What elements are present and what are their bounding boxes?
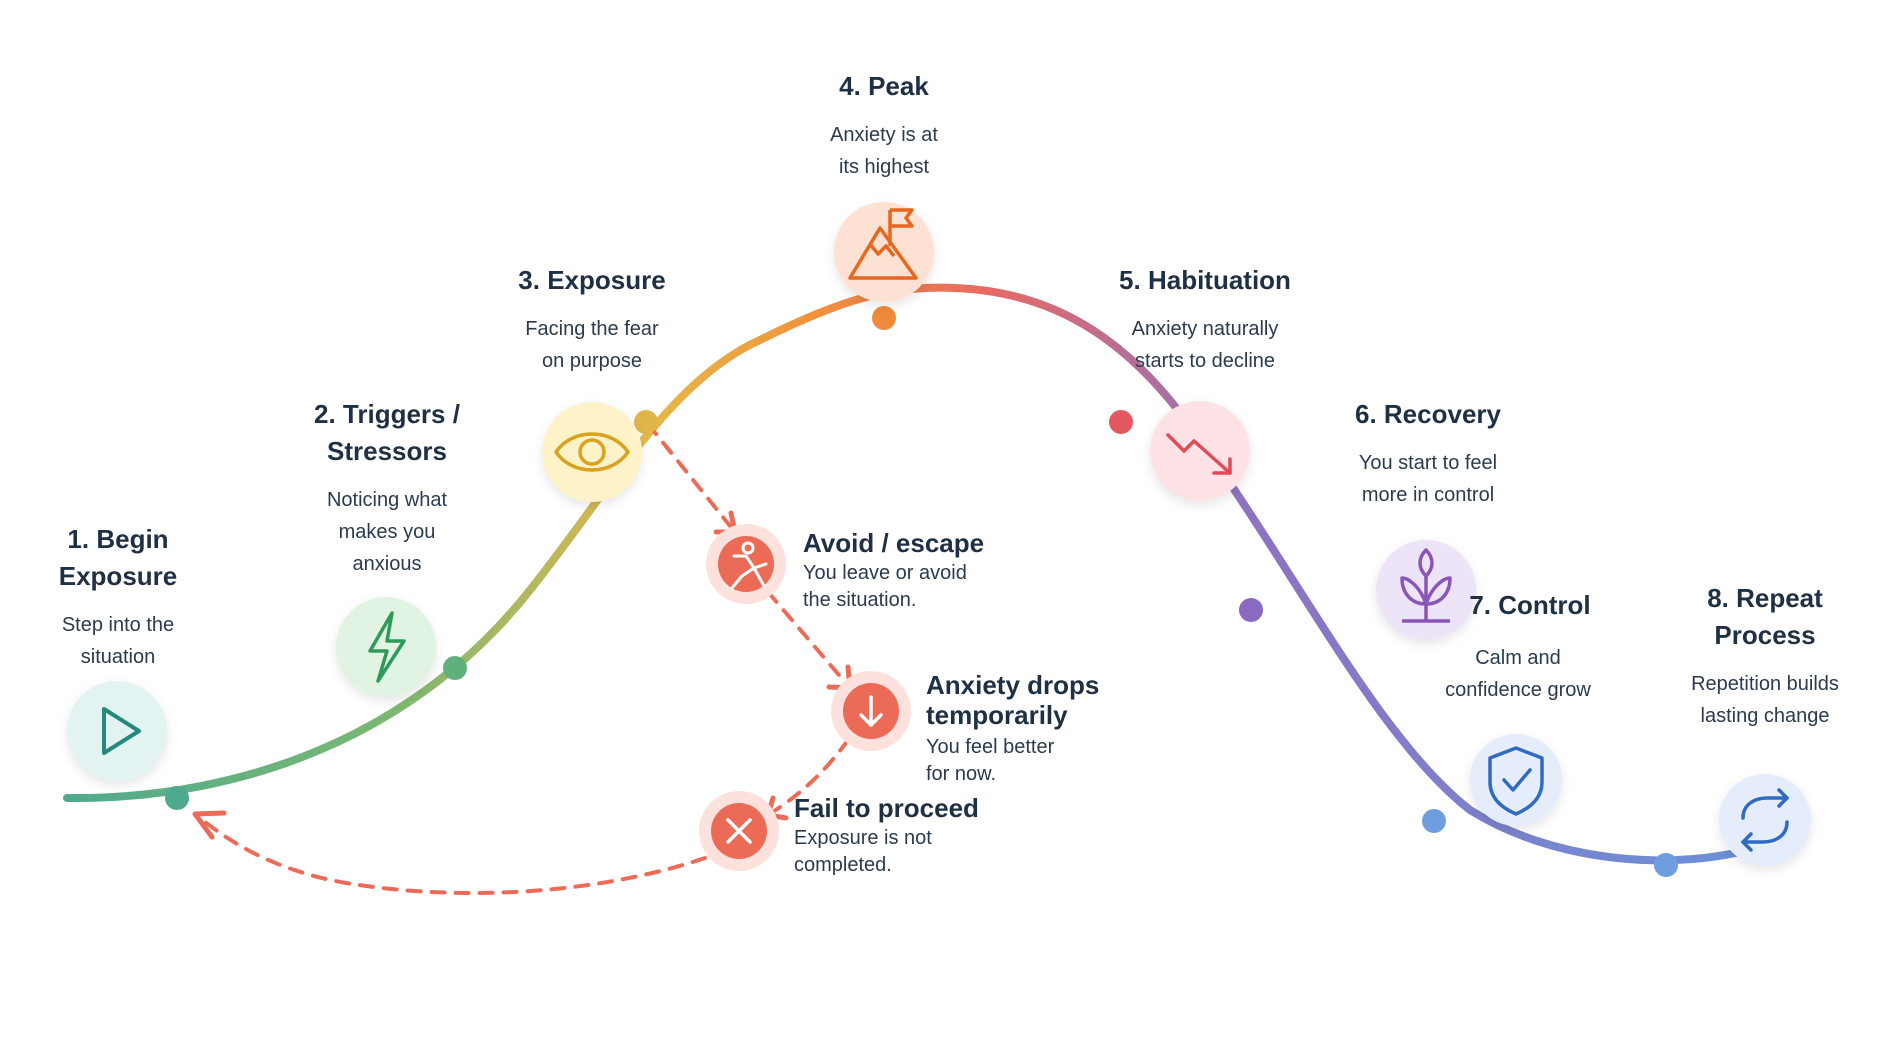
- stage-3-icon-badge: [542, 402, 642, 502]
- stage-2-desc-line: makes you: [338, 521, 436, 543]
- avoid-escape-icon-badge: [706, 524, 786, 604]
- fail-to-proceed-title: Fail to proceed: [794, 793, 979, 823]
- anxiety-curve: [63, 283, 1744, 865]
- stage-4-text: 4. Peak Anxiety is at its highest: [774, 68, 994, 183]
- dot-stage-4: [872, 306, 896, 330]
- stage-7-desc-line: confidence grow: [1445, 679, 1591, 701]
- stage-2-description: Noticing what makes you anxious: [282, 484, 492, 580]
- stage-5-description: Anxiety naturally starts to decline: [1080, 313, 1330, 377]
- stage-7-title: 7. Control: [1469, 590, 1591, 620]
- stage-8-icon-badge: [1719, 774, 1811, 866]
- dashed-path-to-avoid: [646, 422, 737, 534]
- stage-1-desc-line: Step into the: [61, 614, 175, 636]
- avoid-escape-desc-line: You leave or avoid: [803, 562, 967, 584]
- dot-stage-3: [634, 410, 658, 434]
- stage-7-description: Calm and confidence grow: [1418, 642, 1618, 706]
- dot-stage-1: [165, 786, 189, 810]
- fail-to-proceed-icon-badge: [699, 791, 779, 871]
- running-person-icon: [730, 541, 768, 590]
- dot-stage-8: [1654, 853, 1678, 877]
- anxiety-drops-desc-line: for now.: [926, 763, 997, 785]
- fail-to-proceed-description: Exposure is not completed.: [794, 825, 1034, 879]
- shield-check-icon: [1488, 746, 1544, 816]
- stage-6-desc-line: more in control: [1361, 484, 1495, 506]
- anxiety-drops-title: Anxiety drops temporarily: [926, 670, 1100, 730]
- arrowhead-start: [192, 810, 227, 840]
- anxiety-drops-description: You feel better for now.: [926, 734, 1126, 788]
- stage-6-title: 6. Recovery: [1355, 399, 1501, 429]
- stage-1-icon-badge: [67, 681, 167, 781]
- anxiety-drops-desc-line: You feel better: [926, 736, 1055, 758]
- stage-8-title: 8. Repeat Process: [1707, 583, 1823, 650]
- avoidance-loop: [203, 422, 852, 895]
- stage-8-description: Repetition builds lasting change: [1665, 668, 1865, 732]
- eye-icon: [553, 432, 631, 472]
- dashed-path-to-drop: [766, 590, 852, 690]
- stage-6-text: 6. Recovery You start to feel more in co…: [1312, 396, 1544, 511]
- repeat-icon: [1741, 788, 1789, 852]
- stage-6-desc-line: You start to feel: [1358, 452, 1498, 474]
- stage-8-desc-line: Repetition builds: [1691, 673, 1839, 695]
- sprout-icon: [1400, 548, 1452, 623]
- stage-4-title: 4. Peak: [839, 71, 929, 101]
- stage-7-text: 7. Control Calm and confidence grow: [1418, 587, 1618, 706]
- anxiety-drops-icon-badge: [831, 671, 911, 751]
- stage-4-desc-line: Anxiety is at: [830, 124, 938, 146]
- stage-3-title: 3. Exposure: [518, 265, 666, 295]
- stage-5-desc-line: Anxiety naturally: [1131, 318, 1279, 340]
- curve-dots: [165, 306, 1678, 877]
- stage-2-icon-badge: [336, 597, 436, 697]
- stage-8-text: 8. Repeat Process Repetition builds last…: [1665, 580, 1865, 732]
- stage-2-text: 2. Triggers / Stressors Noticing what ma…: [282, 396, 492, 580]
- avoid-escape-title: Avoid / escape: [803, 528, 985, 558]
- play-icon: [102, 707, 141, 755]
- stage-1-text: 1. Begin Exposure Step into the situatio…: [30, 521, 206, 673]
- fail-to-proceed-desc-line: completed.: [794, 854, 892, 876]
- stage-2-desc-line: Noticing what: [326, 489, 448, 511]
- stage-1-description: Step into the situation: [30, 609, 206, 673]
- stage-6-icon-badge: [1376, 540, 1476, 640]
- x-icon: [726, 818, 752, 844]
- stage-2-desc-line: anxious: [352, 553, 422, 575]
- stage-1-desc-line: situation: [80, 646, 156, 668]
- arrow-down-icon: [859, 695, 883, 727]
- avoid-escape-desc-line: the situation.: [803, 589, 917, 611]
- stage-5-icon-badge: [1150, 401, 1250, 501]
- stage-7-icon-badge: [1470, 734, 1562, 826]
- stage-2-title: 2. Triggers / Stressors: [314, 399, 460, 466]
- stage-7-desc-line: Calm and: [1475, 647, 1561, 669]
- dot-stage-2: [443, 656, 467, 680]
- avoid-escape-description: You leave or avoid the situation.: [803, 560, 1043, 614]
- trend-down-icon: [1166, 433, 1232, 475]
- dot-stage-7: [1422, 809, 1446, 833]
- mountain-flag-icon: [848, 208, 918, 280]
- stage-5-title: 5. Habituation: [1119, 265, 1291, 295]
- stage-5-text: 5. Habituation Anxiety naturally starts …: [1080, 262, 1330, 377]
- stage-3-desc-line: on purpose: [541, 350, 643, 372]
- stage-3-description: Facing the fear on purpose: [477, 313, 707, 377]
- stage-4-description: Anxiety is at its highest: [774, 119, 994, 183]
- stage-4-desc-line: its highest: [838, 156, 930, 178]
- stage-5-desc-line: starts to decline: [1134, 350, 1276, 372]
- stage-4-icon-badge: [834, 202, 934, 302]
- lightning-icon: [368, 611, 406, 683]
- stage-1-title: 1. Begin Exposure: [58, 524, 178, 591]
- stage-3-text: 3. Exposure Facing the fear on purpose: [477, 262, 707, 377]
- dot-stage-6: [1239, 598, 1263, 622]
- dot-stage-5: [1109, 410, 1133, 434]
- fail-to-proceed-desc-line: Exposure is not: [794, 827, 932, 849]
- stage-8-desc-line: lasting change: [1700, 705, 1830, 727]
- stage-3-desc-line: Facing the fear: [525, 318, 659, 340]
- dashed-path-back-to-start: [203, 820, 707, 895]
- stage-6-description: You start to feel more in control: [1312, 447, 1544, 511]
- dashed-path-to-fail: [766, 738, 850, 817]
